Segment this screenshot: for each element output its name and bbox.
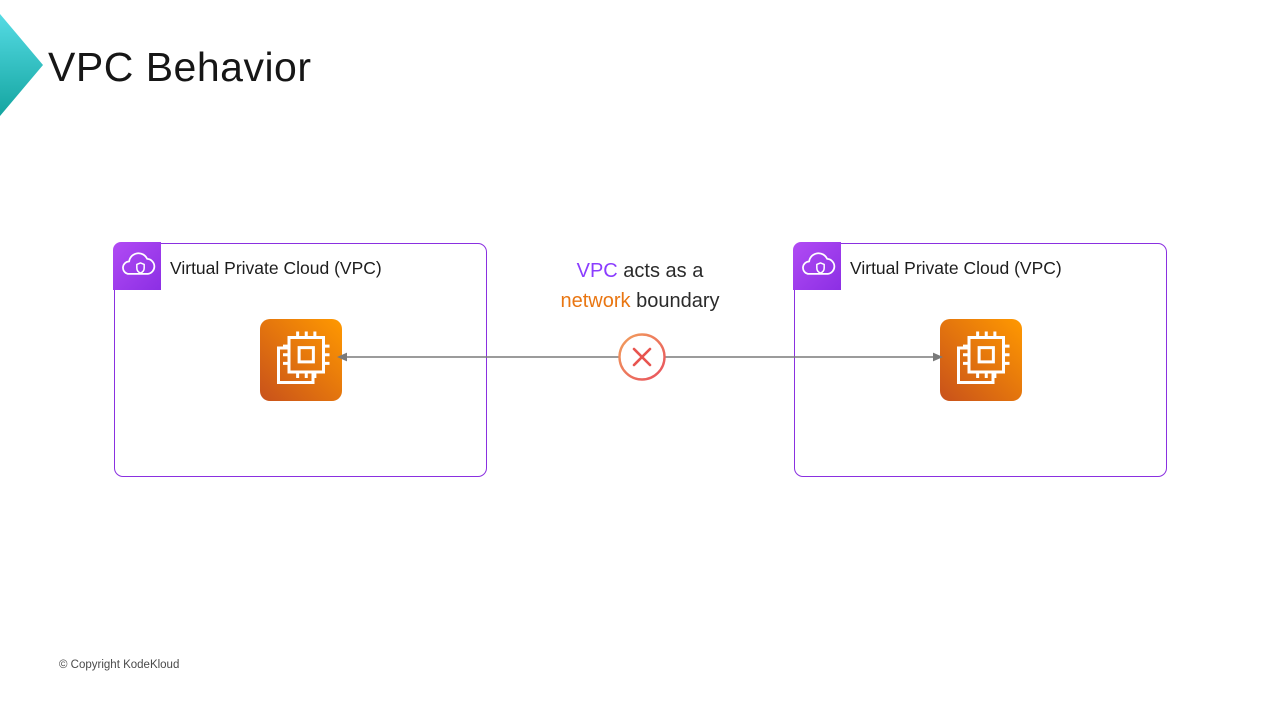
page-title: VPC Behavior <box>48 44 312 90</box>
annotation-network-word: network <box>560 290 631 312</box>
ec2-instance-icon-left <box>260 319 342 401</box>
vpc-box-left: Virtual Private Cloud (VPC) <box>113 242 487 477</box>
annotation-line2: network boundary <box>560 290 720 312</box>
kodekloud-chevron-icon <box>0 14 43 116</box>
ec2-instance-icon-right <box>940 319 1022 401</box>
copyright-footer: © Copyright KodeKloud <box>59 659 180 671</box>
vpc-cloud-icon <box>793 242 842 291</box>
vpc-label-right: Virtual Private Cloud (VPC) <box>850 258 1062 278</box>
vpc-cloud-icon <box>113 242 162 291</box>
annotation-vpc-word: VPC <box>576 260 618 282</box>
annotation-line1: VPC acts as a <box>576 260 704 282</box>
cross-icon <box>632 347 652 367</box>
arrowhead-left <box>337 352 347 362</box>
vpc-label-left: Virtual Private Cloud (VPC) <box>170 258 382 278</box>
vpc-box-right: Virtual Private Cloud (VPC) <box>793 242 1167 477</box>
arrowhead-right <box>933 352 943 362</box>
blocked-connection-arrow <box>337 333 943 381</box>
annotation-text: VPC acts as a network boundary <box>490 256 790 316</box>
